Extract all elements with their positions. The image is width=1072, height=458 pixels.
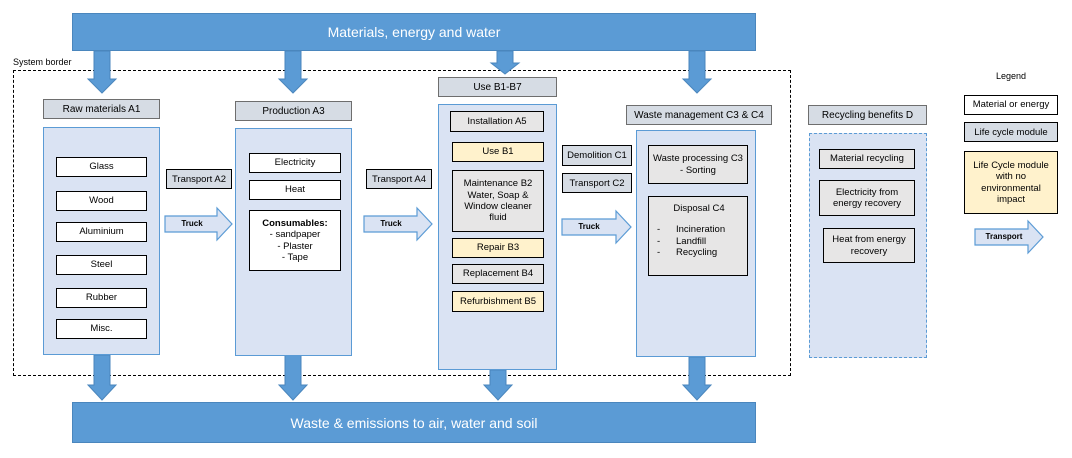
use-installation: Installation A5 xyxy=(450,111,544,132)
raw-item-rubber: Rubber xyxy=(56,288,147,308)
arrow-down-production xyxy=(277,50,309,94)
raw-item-steel: Steel xyxy=(56,255,147,275)
use-refurbishment: Refurbishment B5 xyxy=(452,291,544,312)
use-maintenance: Maintenance B2 Water, Soap & Window clea… xyxy=(452,170,544,232)
demolition-c1-label: Demolition C1 xyxy=(562,145,632,166)
raw-materials-title: Raw materials A1 xyxy=(43,99,160,119)
raw-item-wood: Wood xyxy=(56,191,147,211)
truck-label-c: Truck xyxy=(578,222,600,231)
consumable-sandpaper: - sandpaper xyxy=(269,229,321,241)
use-repair: Repair B3 xyxy=(452,238,544,258)
arrow-out-raw xyxy=(86,354,118,401)
recycling-heat: Heat from energy recovery xyxy=(823,228,915,263)
waste-processing: Waste processing C3 - Sorting xyxy=(648,145,748,184)
materials-energy-water-banner: Materials, energy and water xyxy=(72,13,756,51)
legend-life-cycle-module: Life cycle module xyxy=(964,122,1058,142)
use-replacement: Replacement B4 xyxy=(452,264,544,284)
consumable-plaster: - Plaster xyxy=(277,240,313,252)
raw-item-glass: Glass xyxy=(56,157,147,177)
production-electricity: Electricity xyxy=(249,153,341,173)
legend-material-energy: Material or energy xyxy=(964,95,1058,115)
arrow-down-raw xyxy=(86,50,118,94)
system-border xyxy=(13,70,791,376)
use-title: Use B1-B7 xyxy=(438,77,557,97)
recycling-electricity: Electricity from energy recovery xyxy=(819,180,915,216)
waste-processing-sorting: - Sorting xyxy=(680,164,716,176)
consumables-title: Consumables: xyxy=(262,217,328,229)
truck-label-a4: Truck xyxy=(380,219,402,228)
legend-title: Legend xyxy=(996,71,1027,81)
disposal-recycling: - Recycling xyxy=(657,247,718,259)
waste-title: Waste management C3 & C4 xyxy=(626,105,772,125)
system-border-label: System border xyxy=(13,57,72,67)
truck-label-a2: Truck xyxy=(181,219,203,228)
consumable-tape: - Tape xyxy=(281,251,309,263)
recycling-title: Recycling benefits D xyxy=(808,105,927,125)
legend-transport-arrow xyxy=(974,219,1044,255)
recycling-material: Material recycling xyxy=(819,149,915,169)
arrow-down-use xyxy=(489,50,521,75)
truck-arrow-a4 xyxy=(363,206,433,242)
disposal-landfill: - Landfill xyxy=(657,235,707,247)
production-consumables: Consumables: - sandpaper - Plaster - Tap… xyxy=(249,210,341,271)
waste-disposal: Disposal C4 - Incineration - Landfill - … xyxy=(648,196,748,276)
disposal-title: Disposal C4 xyxy=(673,203,725,214)
arrow-out-waste xyxy=(681,356,713,401)
raw-item-misc: Misc. xyxy=(56,319,147,339)
transport-c2-label: Transport C2 xyxy=(562,173,632,193)
arrow-out-production xyxy=(277,354,309,401)
arrow-down-waste xyxy=(681,50,713,94)
truck-arrow-c xyxy=(561,209,632,245)
waste-emissions-banner: Waste & emissions to air, water and soil xyxy=(72,402,756,443)
truck-arrow-a2 xyxy=(164,206,233,242)
arrow-out-use xyxy=(482,369,514,401)
disposal-incineration: - Incineration xyxy=(657,224,726,236)
transport-a2-label: Transport A2 xyxy=(166,169,232,189)
transport-a4-label: Transport A4 xyxy=(366,169,432,189)
raw-item-aluminium: Aluminium xyxy=(56,222,147,242)
legend-no-impact-module: Life Cycle module with no environmental … xyxy=(964,151,1058,214)
use-b1: Use B1 xyxy=(452,142,544,162)
legend-transport-label: Transport xyxy=(985,232,1023,241)
production-title: Production A3 xyxy=(235,101,352,121)
production-heat: Heat xyxy=(249,180,341,200)
waste-processing-title: Waste processing C3 xyxy=(653,153,743,165)
